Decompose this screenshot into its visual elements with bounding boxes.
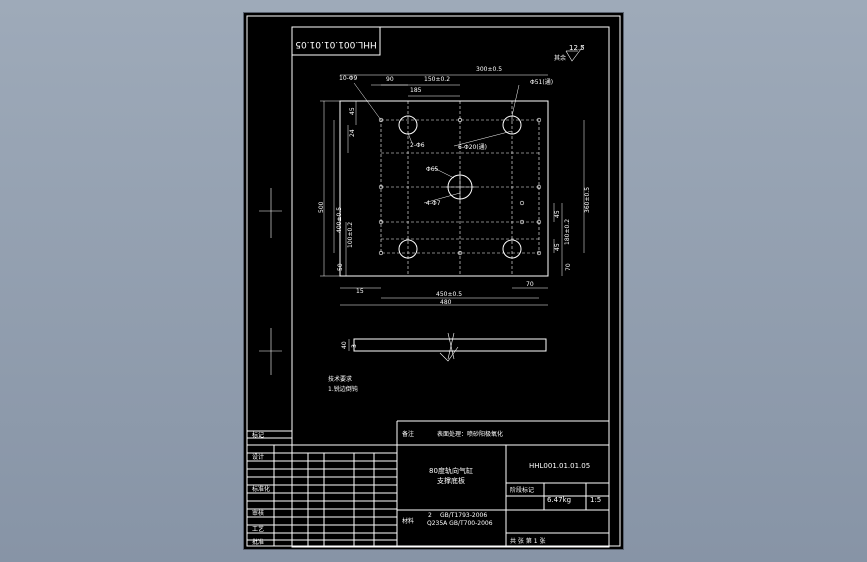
svg-text:400±0.5: 400±0.5 [336,207,343,233]
svg-text:480: 480 [440,299,452,306]
svg-text:70: 70 [526,281,534,288]
svg-text:其余: 其余 [554,54,566,62]
surface-roughness-symbol: 12.5 其余 [554,44,585,62]
svg-text:4-Φ7: 4-Φ7 [426,200,441,207]
svg-text:备注: 备注 [402,430,414,438]
svg-text:1:5: 1:5 [590,496,601,504]
svg-text:阶段标记: 阶段标记 [510,486,534,494]
svg-text:10-Φ9: 10-Φ9 [339,75,358,82]
drawing-number-rotated: HHL.001.01.01.05 [295,39,377,49]
svg-text:15: 15 [356,288,364,295]
svg-text:审核: 审核 [252,509,264,517]
drawing-canvas: HHL.001.01.01.05 12.5 其余 [246,15,621,548]
svg-text:工艺: 工艺 [252,525,264,533]
plate-side-view: 40 3 [341,332,547,362]
title-block [247,420,609,546]
outer-frame [246,15,621,547]
svg-text:450±0.5: 450±0.5 [436,291,462,298]
svg-text:表面处理：喷砂阳极氧化: 表面处理：喷砂阳极氧化 [437,430,503,438]
svg-text:45: 45 [554,210,561,218]
inner-frame [291,26,610,548]
svg-text:标记: 标记 [252,431,264,439]
svg-text:185: 185 [410,87,422,94]
svg-text:设计: 设计 [252,453,264,461]
svg-text:Φ65: Φ65 [426,166,439,173]
technical-requirements-item: 1.锐边倒钝 [328,385,358,393]
svg-text:3: 3 [351,344,358,348]
svg-text:40: 40 [341,341,348,349]
svg-text:HHL001.01.01.05: HHL001.01.01.05 [529,462,590,470]
svg-text:支撑底板: 支撑底板 [437,476,465,485]
svg-text:70: 70 [565,263,572,271]
svg-text:6.47kg: 6.47kg [547,496,571,504]
drawing-sheet: HHL.001.01.01.05 12.5 其余 [244,13,623,549]
left-center-marks [259,188,282,375]
svg-text:Q235A GB/T700-2006: Q235A GB/T700-2006 [427,520,493,527]
svg-text:500: 500 [318,201,325,213]
plate-top-view [339,100,549,277]
svg-text:2-Φ6: 2-Φ6 [410,142,425,149]
svg-text:2: 2 [428,512,432,519]
dimension-lines [320,74,585,306]
svg-text:标准化: 标准化 [252,485,270,493]
title-block-texts: 备注 表面处理：喷砂阳极氧化 80度轨向气缸 支撑底板 HHL001.01.01… [252,430,601,546]
svg-text:Φ51(通): Φ51(通) [530,78,553,86]
svg-text:45: 45 [349,107,356,115]
technical-requirements-title: 技术要求 [328,375,352,383]
svg-text:90: 90 [386,76,394,83]
svg-text:300±0.5: 300±0.5 [476,66,502,73]
drawing-number-box [291,26,381,56]
svg-text:批准: 批准 [252,538,264,546]
svg-text:12.5: 12.5 [569,44,585,52]
svg-text:150±0.2: 150±0.2 [424,76,450,83]
svg-text:180±0.2: 180±0.2 [564,219,571,245]
svg-text:GB/T1793-2006: GB/T1793-2006 [440,512,487,519]
svg-text:50: 50 [337,263,344,271]
svg-text:材料: 材料 [402,517,414,525]
svg-text:360±0.5: 360±0.5 [584,187,591,213]
svg-text:100±0.2: 100±0.2 [347,222,354,248]
dimension-texts: 10-Φ9 90 150±0.2 300±0.5 Φ51(通) 185 45 2… [318,66,591,306]
svg-text:6-Φ20(通): 6-Φ20(通) [458,143,487,151]
svg-text:80度轨向气缸: 80度轨向气缸 [429,466,473,475]
svg-text:24: 24 [349,129,356,137]
svg-text:45: 45 [554,243,561,251]
svg-text:共 张 第 1 张: 共 张 第 1 张 [510,537,545,545]
